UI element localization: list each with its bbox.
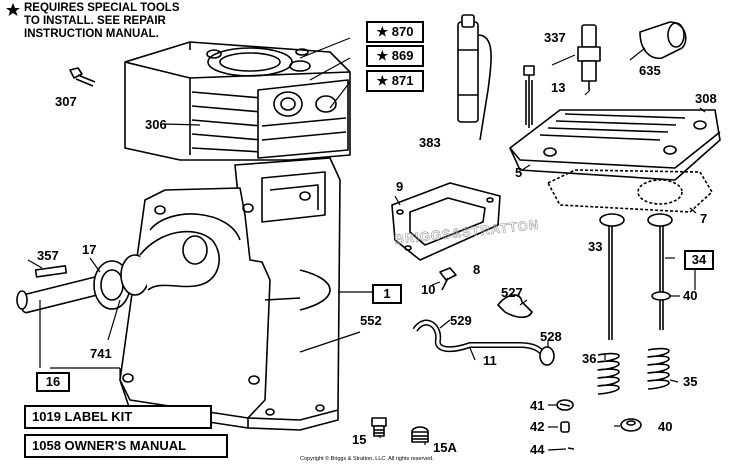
part-label-528[interactable]: 528 <box>540 329 562 344</box>
part-label-527[interactable]: 527 <box>501 285 523 300</box>
note-line: TO INSTALL. SEE REPAIR <box>24 15 166 27</box>
spark-plug-wrench-drawing <box>457 14 492 141</box>
part-number: 871 <box>391 73 414 88</box>
part-number: 869 <box>391 48 414 63</box>
part-label-11[interactable]: 11 <box>483 353 497 368</box>
part-label-741[interactable]: 741 <box>90 346 112 361</box>
part-label-40-lower[interactable]: 40 <box>658 419 673 434</box>
valve-spring-drawing <box>597 347 670 395</box>
cylinder-block-drawing <box>124 41 351 161</box>
part-label-8[interactable]: 8 <box>473 262 481 277</box>
part-label-308[interactable]: 308 <box>695 91 717 106</box>
part-label-33[interactable]: 33 <box>588 239 603 254</box>
part-label-635[interactable]: 635 <box>639 63 661 78</box>
part-label-36[interactable]: 36 <box>582 351 597 366</box>
valve-drawing <box>599 213 673 340</box>
starred-part-870[interactable]: ★ 870 <box>366 21 424 43</box>
star-icon: ★ <box>376 48 389 63</box>
part-label-15[interactable]: 15 <box>352 432 367 447</box>
part-label-44[interactable]: 44 <box>530 442 545 457</box>
boxed-part-1[interactable]: 1 <box>372 284 402 304</box>
part-label-17[interactable]: 17 <box>82 242 97 257</box>
part-label-13[interactable]: 13 <box>551 80 566 95</box>
spark-plug-drawing <box>577 24 601 90</box>
screw-drawing <box>69 67 96 87</box>
part-label-15a[interactable]: 15A <box>433 440 457 455</box>
label-kit-box[interactable]: 1019 LABEL KIT <box>24 405 212 429</box>
breather-tube-drawing <box>412 319 555 366</box>
star-icon: ★ <box>376 24 389 39</box>
special-tools-note: REQUIRES SPECIAL TOOLS TO INSTALL. SEE R… <box>24 2 244 41</box>
drain-plug-drawing <box>371 417 387 437</box>
part-label-9[interactable]: 9 <box>396 179 404 194</box>
star-icon <box>6 3 20 16</box>
head-gasket-drawing <box>547 169 713 213</box>
part-label-35[interactable]: 35 <box>683 374 698 389</box>
part-label-7[interactable]: 7 <box>700 211 708 226</box>
part-label-10[interactable]: 10 <box>421 282 436 297</box>
part-label-529[interactable]: 529 <box>450 313 472 328</box>
crankcase-drawing <box>119 157 341 431</box>
note-line: REQUIRES SPECIAL TOOLS <box>24 2 180 14</box>
spark-plug-boot-drawing <box>639 21 687 59</box>
cylinder-head-drawing <box>509 109 721 181</box>
retainer-drawing <box>556 399 642 450</box>
starred-part-869[interactable]: ★ 869 <box>366 45 424 67</box>
breather-screw-drawing <box>439 267 457 291</box>
copyright-text: Copyright © Briggs & Stratton, LLC. All … <box>300 456 434 462</box>
part-label-552[interactable]: 552 <box>360 313 382 328</box>
boxed-part-34[interactable]: 34 <box>684 250 714 270</box>
part-label-42[interactable]: 42 <box>530 419 545 434</box>
part-label-40-upper[interactable]: 40 <box>683 288 698 303</box>
part-number: 870 <box>391 24 414 39</box>
drain-plug-a-drawing <box>411 426 429 443</box>
boxed-part-16[interactable]: 16 <box>36 372 70 392</box>
part-label-5[interactable]: 5 <box>515 165 523 180</box>
part-label-383[interactable]: 383 <box>419 135 441 150</box>
leader-lines <box>27 37 706 451</box>
starred-part-871[interactable]: ★ 871 <box>366 70 424 92</box>
clamp-drawing <box>497 294 533 319</box>
part-label-307[interactable]: 307 <box>55 94 77 109</box>
crankshaft-drawing <box>16 230 220 314</box>
bolt-drawing <box>523 65 535 128</box>
breather-drawing <box>391 182 501 261</box>
part-label-41[interactable]: 41 <box>530 398 545 413</box>
part-label-306[interactable]: 306 <box>145 117 167 132</box>
part-label-337[interactable]: 337 <box>544 30 566 45</box>
owners-manual-box[interactable]: 1058 OWNER'S MANUAL <box>24 434 228 458</box>
note-line: INSTRUCTION MANUAL. <box>24 28 159 40</box>
part-label-357[interactable]: 357 <box>37 248 59 263</box>
star-icon: ★ <box>376 73 389 88</box>
